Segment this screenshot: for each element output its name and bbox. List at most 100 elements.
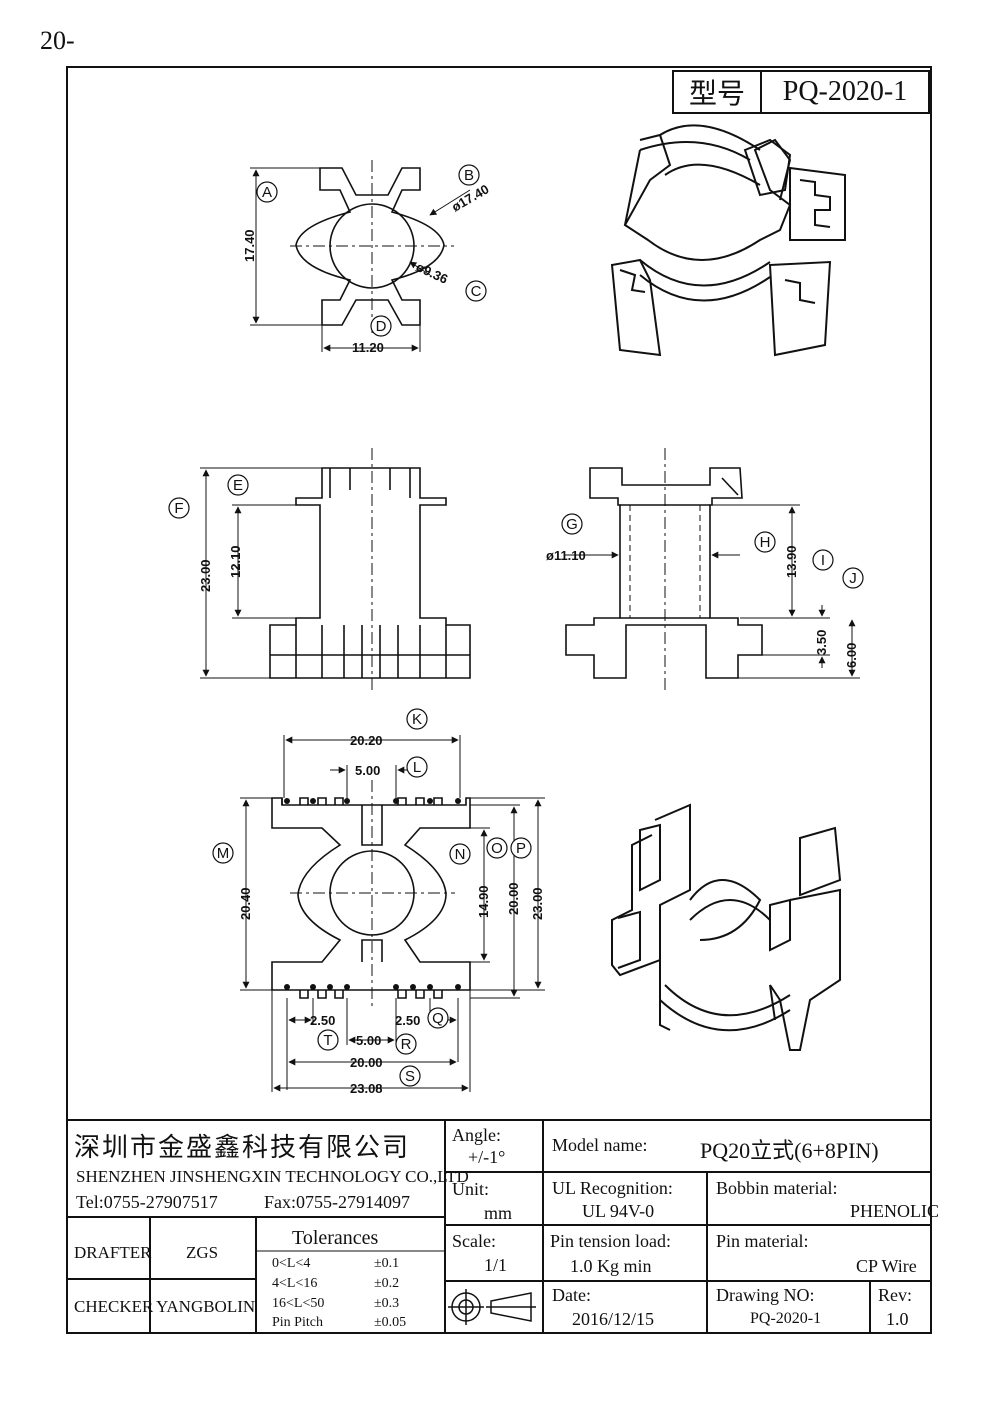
unit-value: mm	[484, 1203, 513, 1223]
dim-l: 5.00	[355, 763, 380, 778]
callout-e: E	[227, 474, 249, 496]
svg-text:G: G	[566, 516, 578, 533]
tol-range-1: 4<L<16	[272, 1276, 318, 1291]
callout-g: G	[561, 513, 583, 535]
svg-text:D: D	[376, 318, 387, 335]
dim-d: 11.20	[352, 340, 384, 355]
iso-view-bottom	[611, 803, 842, 1051]
tolerances-title: Tolerances	[292, 1227, 379, 1249]
dim-e: 12.10	[228, 545, 243, 578]
ul-label: UL Recognition:	[552, 1178, 673, 1198]
drafter-value: ZGS	[186, 1243, 219, 1262]
svg-text:P: P	[516, 840, 526, 857]
svg-text:E: E	[233, 477, 243, 494]
tol-value-3: ±0.05	[374, 1315, 407, 1330]
callout-l: L	[406, 756, 428, 778]
callout-h: H	[754, 531, 776, 553]
dim-s1: 20.00	[350, 1055, 383, 1070]
company-name-en: SHENZHEN JINSHENGXIN TECHNOLOGY CO.,LTD	[76, 1167, 469, 1186]
dim-r: 5.00	[356, 1033, 381, 1048]
svg-text:N: N	[455, 846, 466, 863]
drawing-no-label: Drawing NO:	[716, 1285, 815, 1305]
bobbin-value: PHENOLIC	[850, 1201, 939, 1221]
pin-tension-value: 1.0 Kg min	[570, 1256, 652, 1276]
page-number: 20-	[40, 26, 75, 55]
callout-f: F	[168, 497, 190, 519]
callout-m: M	[212, 842, 234, 864]
callout-t: T	[317, 1029, 339, 1051]
dim-f: 23.00	[198, 559, 213, 592]
technical-drawing: 17.40 ø17.40 ø9.36 11.20 23.00 12.10 ø11…	[168, 124, 864, 1096]
svg-text:F: F	[174, 500, 183, 517]
model-name-label: Model name:	[552, 1135, 648, 1155]
callout-s: S	[399, 1065, 421, 1087]
svg-text:T: T	[323, 1032, 332, 1049]
tol-value-1: ±0.2	[374, 1276, 400, 1291]
unit-label: Unit:	[452, 1179, 490, 1199]
tol-value-0: ±0.1	[374, 1256, 400, 1271]
tol-value-2: ±0.3	[374, 1296, 400, 1311]
callout-b: B	[458, 164, 480, 186]
svg-text:K: K	[412, 711, 422, 728]
svg-text:O: O	[491, 840, 503, 857]
svg-text:S: S	[405, 1068, 415, 1085]
date-value: 2016/12/15	[572, 1309, 655, 1329]
rev-label: Rev:	[878, 1285, 912, 1305]
svg-text:L: L	[413, 759, 421, 776]
front-view	[200, 448, 471, 690]
dim-o: 20.00	[506, 882, 521, 915]
model-number-box: 型号 PQ-2020-1	[672, 70, 930, 114]
callouts: A B C D E F G H I J K L M N O P Q R S T	[168, 164, 864, 1087]
scale-label: Scale:	[452, 1231, 496, 1251]
dim-i: 3.50	[814, 630, 829, 655]
callout-p: P	[510, 837, 532, 859]
pin-material-label: Pin material:	[716, 1231, 809, 1251]
dim-m: 20.40	[238, 887, 253, 920]
callout-k: K	[406, 708, 428, 730]
svg-text:B: B	[464, 167, 474, 184]
pin-material-value: CP Wire	[856, 1256, 917, 1276]
iso-view-top	[610, 124, 846, 357]
callout-o: O	[486, 837, 508, 859]
dim-p: 23.00	[530, 887, 545, 920]
dim-h: 13.90	[784, 545, 799, 578]
dim-b: ø17.40	[449, 181, 492, 214]
dim-g: ø11.10	[546, 548, 586, 563]
checker-value: YANGBOLIN	[156, 1297, 256, 1316]
callout-r: R	[395, 1033, 417, 1055]
company-name-cn: 深圳市金盛鑫科技有限公司	[74, 1133, 411, 1163]
dim-s2: 23.08	[350, 1081, 383, 1096]
dim-t: 2.50	[310, 1013, 335, 1028]
checker-label: CHECKER	[74, 1297, 154, 1316]
drawing-no-value: PQ-2020-1	[750, 1310, 822, 1327]
tol-range-2: 16<L<50	[272, 1296, 325, 1311]
tol-range-3: Pin Pitch	[272, 1315, 323, 1330]
svg-text:J: J	[849, 570, 857, 587]
angle-value: +/-1°	[468, 1147, 506, 1167]
company-tel: Tel:0755-27907517	[76, 1192, 218, 1212]
dim-j: 6.00	[844, 643, 859, 668]
rev-value: 1.0	[886, 1309, 909, 1329]
callout-j: J	[842, 567, 864, 589]
dim-k: 20.20	[350, 733, 383, 748]
model-name-value: PQ20立式(6+8PIN)	[700, 1138, 879, 1163]
drafter-label: DRAFTER	[74, 1243, 152, 1262]
side-view	[565, 448, 860, 690]
callout-i: I	[812, 549, 834, 571]
callout-d: D	[370, 315, 392, 337]
model-label: 型号	[674, 72, 762, 112]
dim-n: 14.90	[476, 885, 491, 918]
drawing-frame	[66, 66, 932, 1334]
top-view	[250, 160, 471, 352]
date-label: Date:	[552, 1285, 591, 1305]
angle-label: Angle:	[452, 1125, 501, 1145]
callout-q: Q	[427, 1007, 449, 1029]
title-block-grid	[66, 1119, 932, 1334]
svg-text:M: M	[217, 845, 230, 862]
projection-symbol-icon	[448, 1289, 536, 1325]
ul-value: UL 94V-0	[582, 1201, 655, 1221]
tol-range-0: 0<L<4	[272, 1256, 311, 1271]
callout-n: N	[449, 843, 471, 865]
svg-text:Q: Q	[432, 1010, 444, 1027]
svg-text:I: I	[821, 552, 825, 569]
